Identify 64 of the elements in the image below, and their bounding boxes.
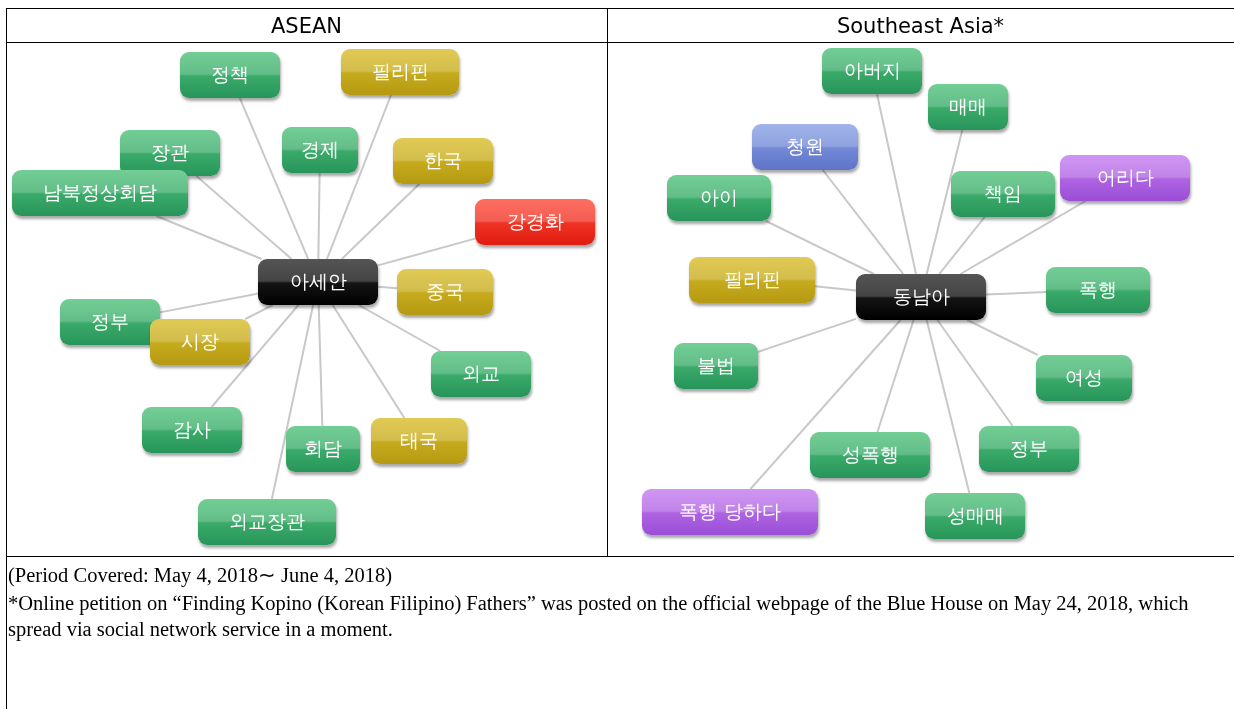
connector-line xyxy=(938,216,986,275)
keyword-bubble: 아세안 xyxy=(258,259,378,305)
connector-line xyxy=(925,129,964,275)
connector-line xyxy=(936,319,1014,427)
connector-line xyxy=(876,319,915,433)
period-note: (Period Covered: May 4, 2018∼ June 4, 2018) xyxy=(8,563,394,588)
connector-line xyxy=(876,93,917,275)
keyword-bubble: 청원 xyxy=(752,124,858,170)
connector-line xyxy=(244,304,274,320)
keyword-bubble: 필리핀 xyxy=(689,257,815,303)
keyword-bubble: 장관 xyxy=(120,130,220,176)
keyword-bubble: 태국 xyxy=(371,418,467,464)
connector-line xyxy=(210,304,300,408)
column-header: ASEAN xyxy=(269,13,343,40)
connector-line xyxy=(357,304,442,352)
keyword-bubble: 아이 xyxy=(667,175,771,221)
connector-line xyxy=(195,175,293,260)
connector-line xyxy=(270,304,315,500)
keyword-bubble: 외교장관 xyxy=(198,499,336,545)
keyword-bubble: 여성 xyxy=(1036,355,1132,401)
connector-line xyxy=(966,319,1039,356)
keyword-bubble: 외교 xyxy=(431,351,531,397)
keyword-bubble: 경제 xyxy=(282,127,358,173)
keyword-bubble: 남북정상회담 xyxy=(12,170,188,216)
keyword-bubble: 필리핀 xyxy=(341,49,459,95)
connector-line xyxy=(377,285,398,290)
connector-line xyxy=(317,304,324,427)
connector-line xyxy=(959,200,1087,275)
keyword-bubble: 불법 xyxy=(674,343,758,389)
column-header: Southeast Asia* xyxy=(835,13,1006,40)
connector-line xyxy=(377,237,476,267)
connector-line xyxy=(155,215,263,260)
keyword-bubble: 성폭행 xyxy=(810,432,930,478)
connector-line xyxy=(317,172,321,260)
connector-line xyxy=(331,304,406,419)
connector-line xyxy=(764,220,876,275)
keyword-bubble: 폭행 xyxy=(1046,267,1150,313)
connector-line xyxy=(159,292,259,314)
connector-line xyxy=(340,183,421,260)
keyword-bubble: 책임 xyxy=(951,171,1055,217)
connector-line xyxy=(326,94,392,260)
keyword-bubble: 동남아 xyxy=(856,274,986,320)
keyword-bubble: 시장 xyxy=(150,319,250,365)
connector-line xyxy=(821,169,905,275)
footnote-text: *Online petition on “Finding Kopino (Korean Filipino) Fathers” was posted on the official webpage of the Blue House on May 24, 2018, which spread via social network service in a moment. xyxy=(8,591,1190,642)
connector-line xyxy=(925,319,971,494)
keyword-bubble: 어리다 xyxy=(1060,155,1190,201)
connector-line xyxy=(749,319,902,490)
keyword-bubble: 회담 xyxy=(286,426,360,472)
keyword-bubble: 성매매 xyxy=(925,493,1025,539)
keyword-bubble: 정부 xyxy=(60,299,160,345)
connector-line xyxy=(238,97,310,260)
keyword-bubble: 중국 xyxy=(397,269,493,315)
keyword-bubble: 감사 xyxy=(142,407,242,453)
connector-line xyxy=(757,317,857,353)
keyword-bubble: 아버지 xyxy=(822,48,922,94)
keyword-bubble: 매매 xyxy=(928,84,1008,130)
keyword-bubble: 정책 xyxy=(180,52,280,98)
keyword-bubble: 한국 xyxy=(393,138,493,184)
keyword-bubble: 폭행 당하다 xyxy=(642,489,818,535)
connector-line xyxy=(814,285,857,292)
keyword-bubble: 정부 xyxy=(979,426,1079,472)
connector-line xyxy=(985,291,1047,296)
keyword-bubble: 강경화 xyxy=(475,199,595,245)
